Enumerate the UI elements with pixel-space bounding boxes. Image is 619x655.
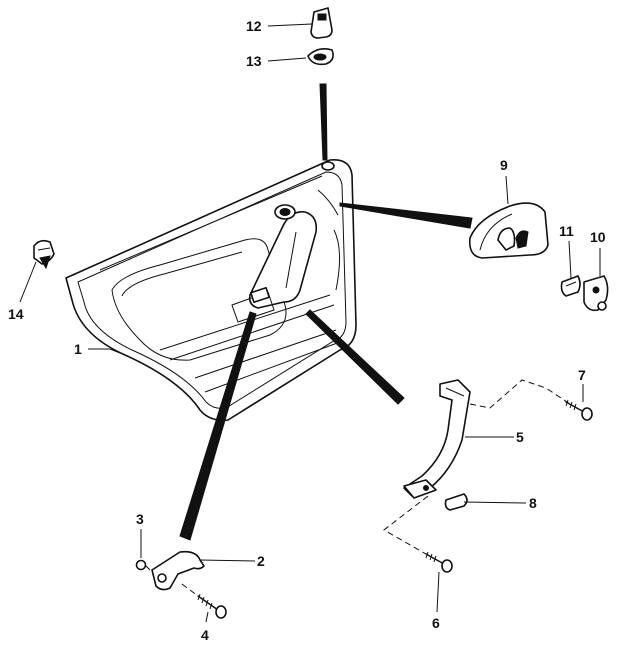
screw-4 [197,593,227,619]
callout-1: 1 [74,341,82,357]
callout-5: 5 [516,429,524,445]
handle-cover [468,202,549,259]
assembly-lines [145,379,571,597]
wedge-to-9 [339,202,473,229]
callout-3: 3 [136,511,144,527]
pointer-wedges [179,83,473,541]
callout-9: 9 [500,157,508,173]
screw-6 [425,551,453,573]
wedge-to-2 [179,311,257,541]
bracket-clip [444,493,468,511]
callout-12: 12 [246,18,262,34]
callout-14: 14 [8,306,24,322]
callout-labels: 1 2 3 4 5 6 7 8 9 10 11 12 13 14 [8,18,606,643]
callout-4: 4 [201,627,209,643]
screw-7 [565,399,593,421]
callout-10: 10 [590,229,606,245]
clip-10 [583,275,609,312]
grommet [307,48,334,66]
wedge-to-5 [305,309,405,405]
wedge-to-13 [319,83,328,161]
callout-8: 8 [529,495,537,511]
push-clip [33,239,55,270]
callout-6: 6 [432,615,440,631]
door-trim-panel [65,158,357,422]
clip-11 [560,275,581,297]
small-bracket [151,550,205,591]
callout-11: 11 [559,223,574,239]
callout-2: 2 [257,553,265,569]
pull-bracket [403,379,471,499]
leader-lines [19,23,601,623]
switch-cap [310,7,333,39]
callout-7: 7 [578,367,586,383]
callout-13: 13 [246,53,262,69]
nut [135,559,147,571]
